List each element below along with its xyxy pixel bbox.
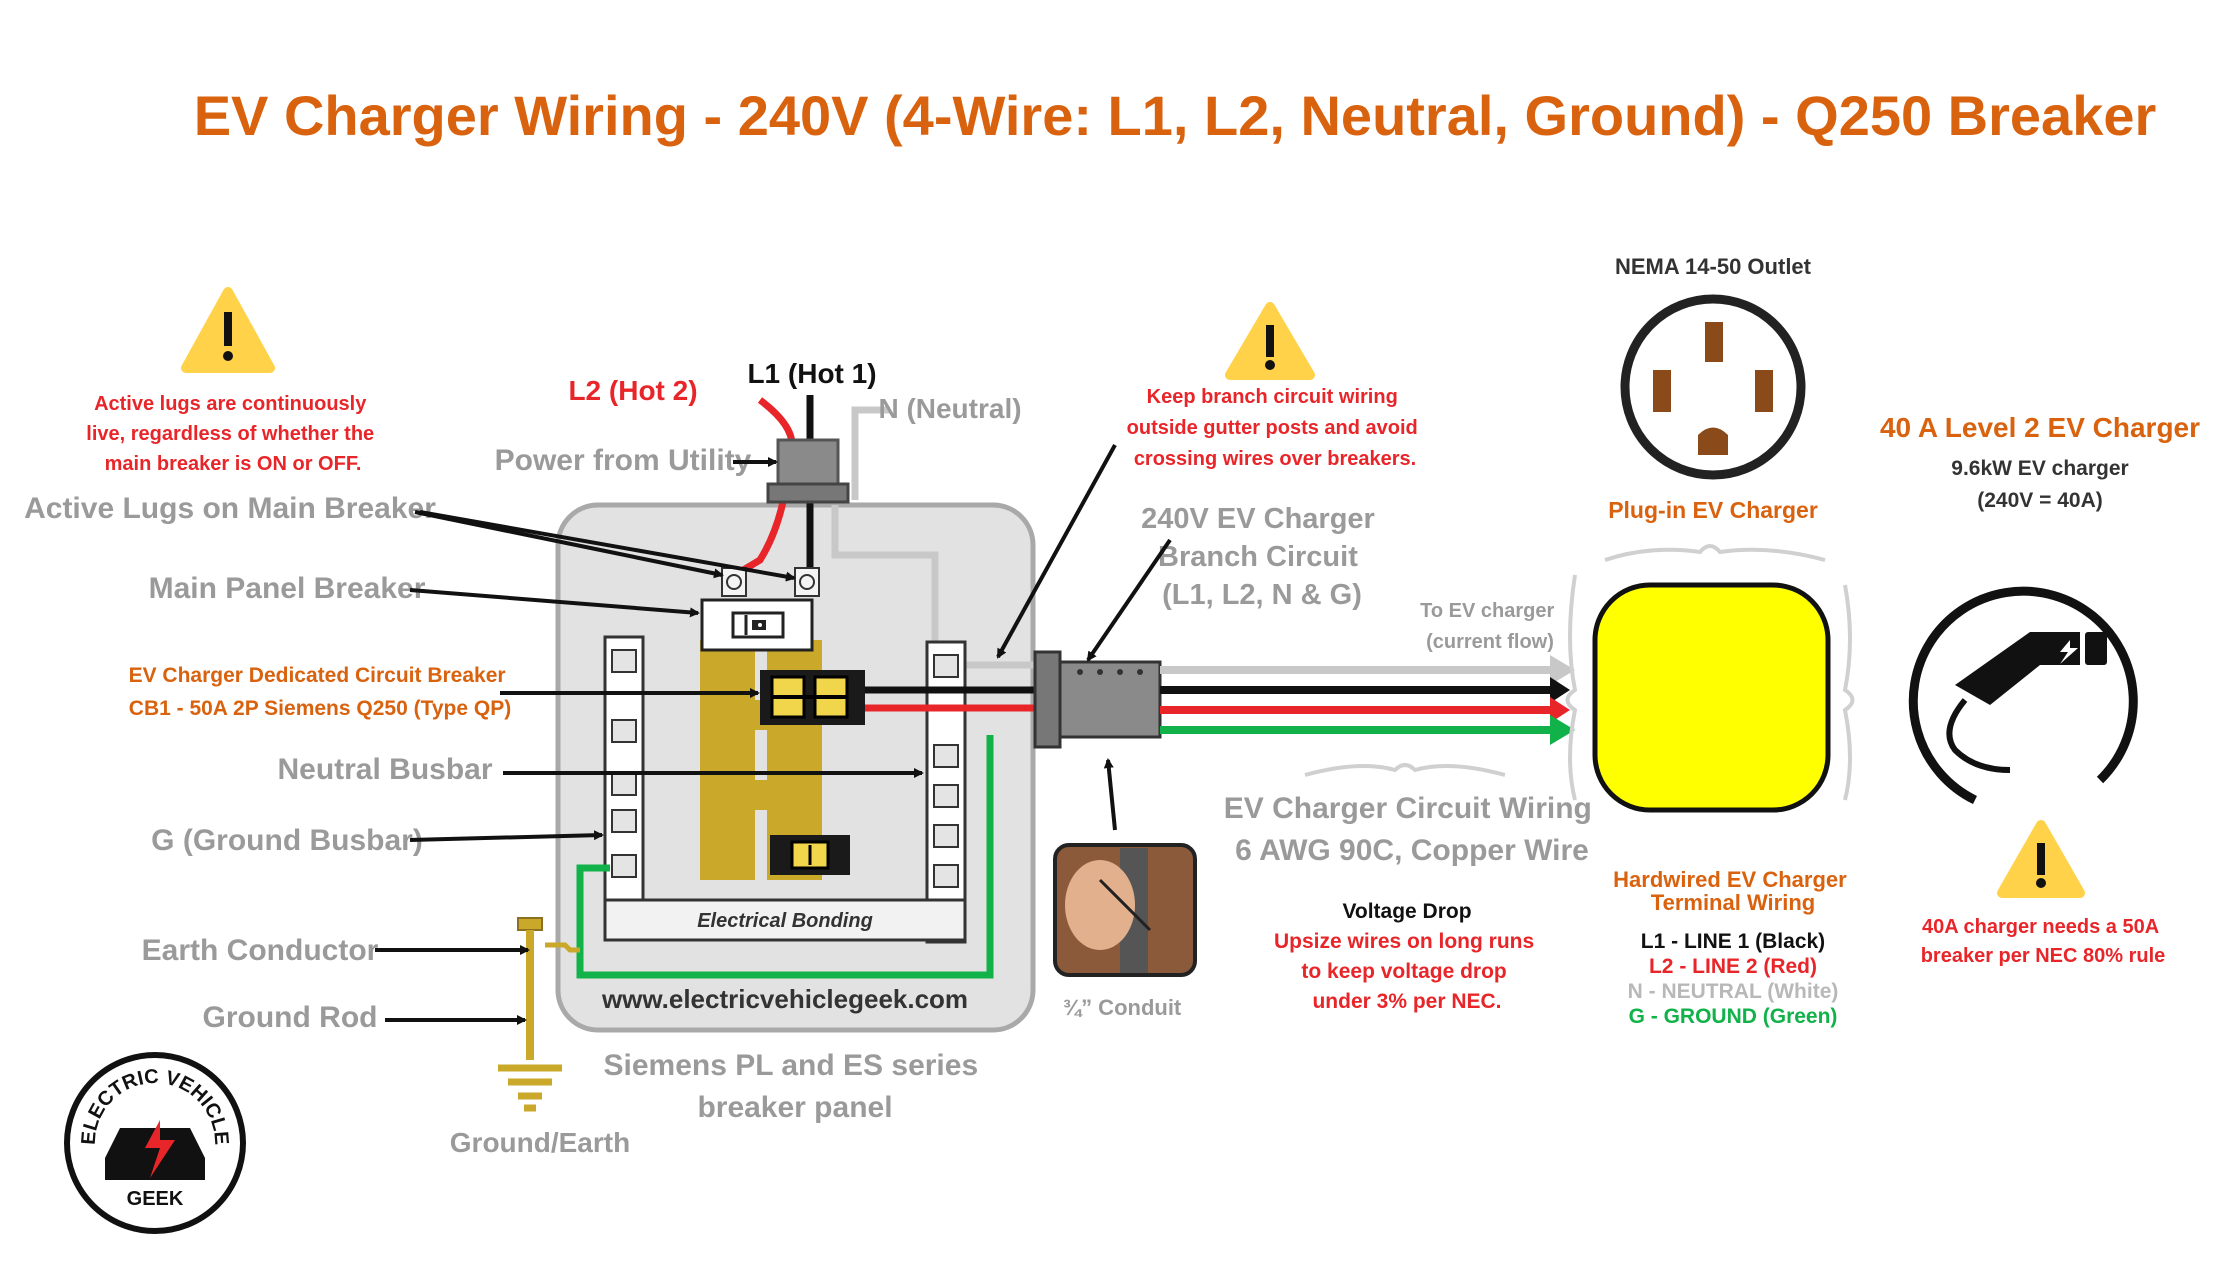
- terminal-n-label: N - NEUTRAL (White): [1628, 980, 1839, 1003]
- conduit-label: ¾” Conduit: [1063, 995, 1182, 1020]
- conduit-photo: [1053, 843, 1197, 977]
- website-url: www.electricvehiclegeek.com: [601, 984, 968, 1014]
- ground-busbar-arrow: [409, 830, 604, 842]
- active-lugs-label: Active Lugs on Main Breaker: [24, 492, 436, 525]
- active-lugs-arrow-1: [414, 510, 724, 579]
- plug-in-charger-label: Plug-in EV Charger: [1608, 497, 1818, 523]
- panel-neutral-wire: [831, 505, 1040, 669]
- l2-hot-label: L2 (Hot 2): [568, 375, 697, 406]
- service-entrance-nut: [766, 482, 850, 504]
- l2-run-arrow: [1550, 697, 1570, 723]
- ground-busbar-screws: [611, 649, 637, 928]
- branch-warning: Keep branch circuit wiring outside gutte…: [1127, 386, 1424, 470]
- l1-hot-label: L1 (Hot 1): [747, 358, 876, 389]
- main-panel-breaker-label: Main Panel Breaker: [149, 572, 426, 605]
- ground-earth-label: Ground/Earth: [450, 1127, 630, 1158]
- ground-busbar-label: G (Ground Busbar): [151, 824, 423, 857]
- earth-conductor-label: Earth Conductor: [142, 934, 379, 967]
- warning-icon: [1997, 820, 2085, 898]
- charger-brace-right: [1842, 584, 1855, 801]
- main-breaker-arrow: [409, 588, 700, 618]
- busbar-tab-2: [745, 780, 785, 810]
- nec-warning: 40A charger needs a 50A breaker per NEC …: [1921, 916, 2166, 967]
- plug-in-brace: [1604, 544, 1826, 562]
- to-ev-charger-label: To EV charger (current flow): [1420, 600, 1560, 653]
- warning-icon: [1225, 302, 1315, 380]
- electrical-bonding-label: Electrical Bonding: [697, 910, 873, 932]
- voltage-drop-title: Voltage Drop: [1342, 900, 1471, 923]
- ev-plug-icon: [1908, 586, 2138, 805]
- nema-outlet-label: NEMA 14-50 Outlet: [1615, 254, 1812, 279]
- hardwired-label: Hardwired EV Charger Terminal Wiring: [1613, 867, 1853, 915]
- neutral-run-arrow: [1550, 655, 1575, 685]
- warning-icon: [181, 287, 275, 373]
- logo: ELECTRIC VEHICLE GEEK: [64, 1052, 246, 1234]
- charger-title: 40 A Level 2 EV Charger: [1880, 412, 2200, 443]
- neutral-busbar-label: Neutral Busbar: [277, 753, 492, 786]
- branch-ground-wire: [576, 735, 994, 979]
- ground-run-arrow: [1550, 715, 1575, 745]
- branch-circuit-arrow: [1086, 538, 1172, 662]
- nema-14-50-outlet-icon: [1620, 294, 1806, 480]
- active-lug-right: [794, 567, 820, 597]
- page-title: EV Charger Wiring - 240V (4-Wire: L1, L2…: [194, 84, 2157, 147]
- conduit-arrow: [1103, 758, 1117, 831]
- hardwired-charger-box: [1592, 582, 1831, 813]
- voltage-drop-body: Upsize wires on long runs to keep voltag…: [1274, 930, 1540, 1013]
- charger-sub1: 9.6kW EV charger: [1951, 457, 2128, 480]
- branch-warning-arrow: [996, 444, 1117, 659]
- active-lugs-arrow-2: [419, 510, 796, 582]
- circuit-wiring-brace: [1304, 763, 1506, 777]
- earth-conductor-wire: [545, 942, 580, 953]
- ev-circuit-breaker: [760, 670, 865, 725]
- power-from-utility-label: Power from Utility: [495, 444, 752, 477]
- ground-rod-label: Ground Rod: [203, 1001, 378, 1034]
- electrical-bonding-bar: [603, 898, 967, 942]
- spare-breaker: [770, 835, 850, 875]
- conduit-body: [1058, 660, 1162, 739]
- branch-circuit-label: 240V EV Charger Branch Circuit (L1, L2, …: [1141, 503, 1383, 611]
- circuit-wiring-label: EV Charger Circuit Wiring 6 AWG 90C, Cop…: [1224, 792, 1600, 867]
- panel-caption: Siemens PL and ES series breaker panel: [604, 1049, 987, 1124]
- charger-brace-left: [1565, 574, 1578, 801]
- ground-rod-icon: [498, 917, 562, 1112]
- active-lugs-warning: Active lugs are continuously live, regar…: [86, 393, 379, 475]
- ev-breaker-label: EV Charger Dedicated Circuit Breaker CB1…: [129, 664, 512, 720]
- l1-run-arrow: [1550, 677, 1570, 703]
- service-neutral-wire: [851, 406, 890, 500]
- logo-bottom-text: GEEK: [127, 1188, 184, 1210]
- terminal-g-label: G - GROUND (Green): [1629, 1005, 1838, 1028]
- terminal-l2-label: L2 - LINE 2 (Red): [1649, 955, 1817, 978]
- service-entrance-cap: [776, 438, 840, 487]
- terminal-l1-label: L1 - LINE 1 (Black): [1641, 930, 1825, 953]
- active-lug-left: [721, 567, 747, 597]
- hot-busbar-left: [700, 640, 755, 880]
- conduit-fitting: [1033, 650, 1062, 749]
- charger-sub2: (240V = 40A): [1977, 489, 2103, 512]
- neutral-label: N (Neutral): [878, 393, 1021, 424]
